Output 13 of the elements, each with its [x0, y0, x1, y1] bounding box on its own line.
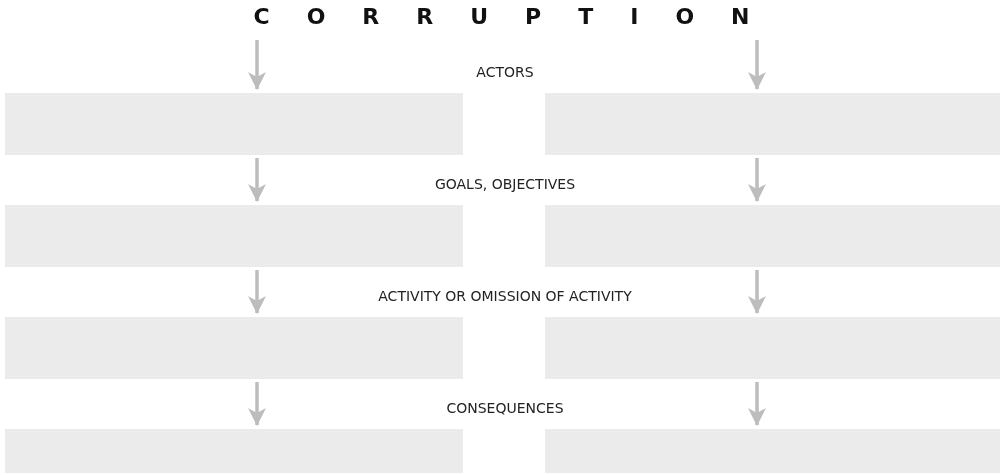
stage-label: GOALS, OBJECTIVES: [434, 176, 576, 192]
title: CORRUPTION: [252, 4, 787, 29]
arrow: [248, 382, 266, 426]
arrow: [248, 40, 266, 90]
arrow: [248, 270, 266, 314]
arrow: [748, 382, 766, 426]
stage-label: CONSEQUENCES: [446, 400, 564, 416]
arrow: [748, 158, 766, 202]
stage-label: ACTORS: [476, 64, 534, 80]
arrow: [248, 158, 266, 202]
arrow: [748, 40, 766, 90]
stage-label: ACTIVITY OR OMISSION OF ACTIVITY: [378, 288, 632, 304]
arrow: [748, 270, 766, 314]
